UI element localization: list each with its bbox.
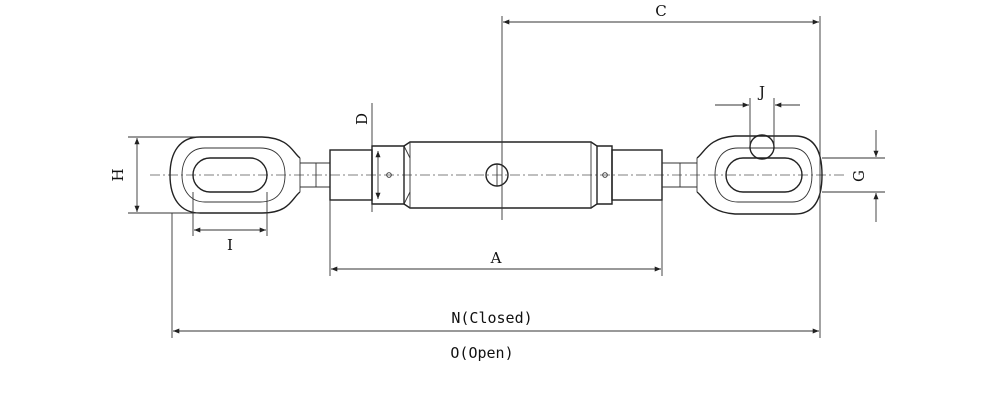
dim-n-o: N(Closed) O(Open): [171, 213, 819, 362]
label-o-open: O(Open): [450, 344, 513, 362]
left-eye: [169, 136, 330, 214]
rod-section-hatched: [749, 134, 775, 160]
turnbuckle-body: [403, 141, 598, 209]
dim-a: A: [329, 200, 663, 276]
label-i: I: [227, 236, 233, 254]
dim-g: G: [822, 130, 885, 222]
label-g: G: [850, 170, 868, 182]
dim-h: H: [109, 136, 200, 214]
dim-i: I: [192, 192, 268, 254]
label-c: C: [655, 2, 666, 20]
dim-c: C: [501, 2, 821, 338]
right-nut: [597, 145, 663, 205]
label-d: D: [353, 113, 371, 125]
label-h: H: [109, 168, 127, 181]
dim-d: D: [353, 103, 381, 212]
label-j: J: [757, 83, 765, 101]
dim-j: J: [715, 83, 800, 147]
label-a: A: [490, 249, 502, 267]
label-n-closed: N(Closed): [451, 309, 532, 327]
right-eye: [662, 134, 823, 215]
